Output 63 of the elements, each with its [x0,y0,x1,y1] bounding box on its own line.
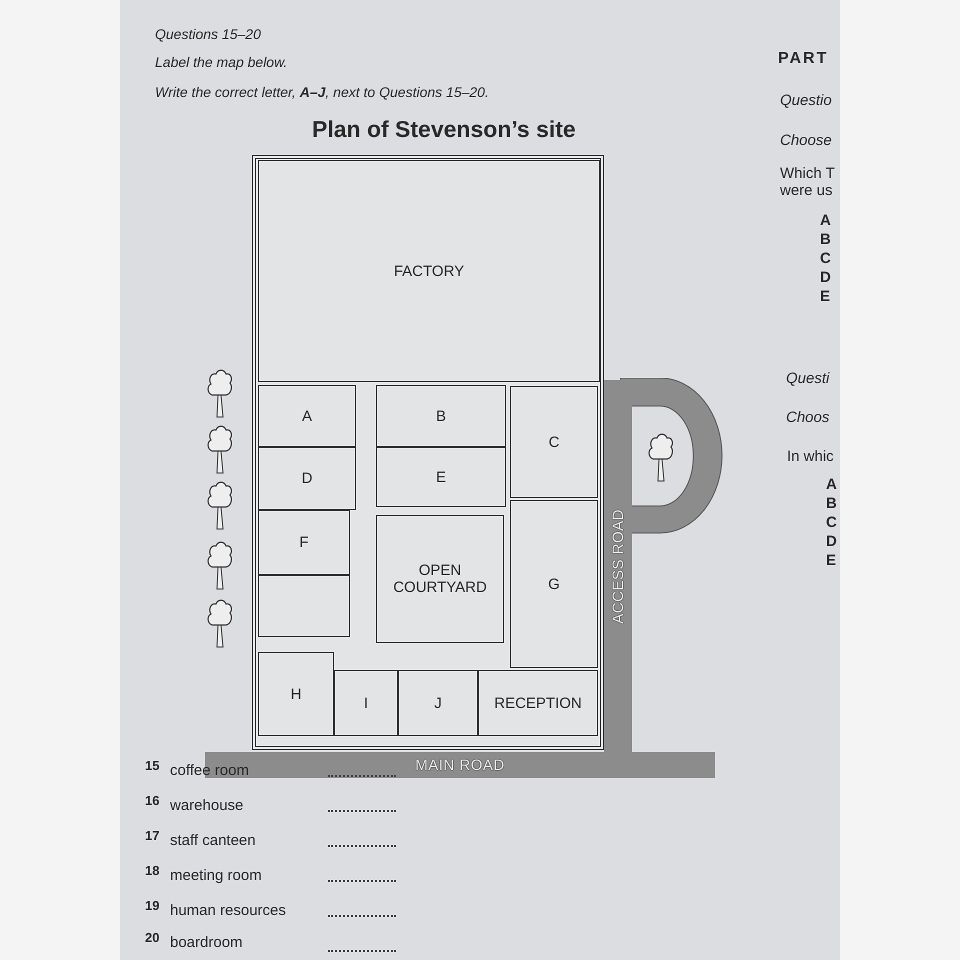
room-label: I [364,694,368,712]
section-heading: Questions 15–20 [155,26,261,42]
instruction-text: Write the correct letter, A–J, next to Questions 15–20. [155,84,489,100]
room-label: H [290,686,302,702]
room-label: C [548,434,560,450]
room [258,447,356,510]
option-letter: D [826,533,837,550]
option-letter: C [826,514,837,531]
room [376,515,504,643]
room [258,652,334,736]
question-text: Which T were us [780,165,836,199]
room [376,447,506,507]
room [376,385,506,447]
instruction-text: Label the map below. [155,54,288,70]
instruction-text: Questi [786,370,830,387]
question-text: In whic [787,448,834,465]
option-letter: B [826,495,837,512]
room [398,670,478,736]
room-label: D [302,470,312,487]
map-title: Plan of Stevenson’s site [312,116,576,143]
room-label: RECEPTION [494,694,582,712]
room-label: G [548,576,560,592]
question-text: meeting room [170,867,262,884]
road-label: ACCESS ROAD [610,508,626,624]
section-heading: PART [778,50,828,68]
room [258,385,356,447]
room [510,386,598,498]
room [258,510,350,575]
option-letter: A [820,212,831,229]
option-letter: A [826,476,837,493]
option-letter: C [820,250,831,267]
room [258,575,350,637]
question-text: coffee room [170,762,249,779]
room [334,670,398,736]
option-letter: D [820,269,831,286]
access-road [604,380,632,752]
option-letter: B [820,231,831,248]
room [510,500,598,668]
instruction-text: Choose [780,132,832,149]
question-number: 18 [145,863,160,878]
question-text: warehouse [170,797,244,814]
question-number: 16 [145,793,160,808]
room-label: F [299,534,309,551]
room-label: E [436,468,446,486]
question-text: boardroom [170,934,243,951]
question-text: human resources [170,902,286,919]
room [478,670,598,736]
instruction-text: Choos [786,409,830,426]
room [258,160,600,382]
question-number: 15 [145,758,160,773]
room-label: FACTORY [394,262,464,280]
room-label: A [302,408,312,424]
instruction-text: Questio [780,92,832,109]
road-label: MAIN ROAD [415,756,505,774]
question-text: staff canteen [170,832,256,849]
question-number: 20 [145,930,160,945]
option-letter: E [820,288,830,305]
room-label: J [434,694,442,712]
option-letter: E [826,552,836,569]
room-label: B [436,408,446,424]
room-label: OPEN COURTYARD [392,562,488,596]
question-number: 17 [145,828,160,843]
question-number: 19 [145,898,160,913]
